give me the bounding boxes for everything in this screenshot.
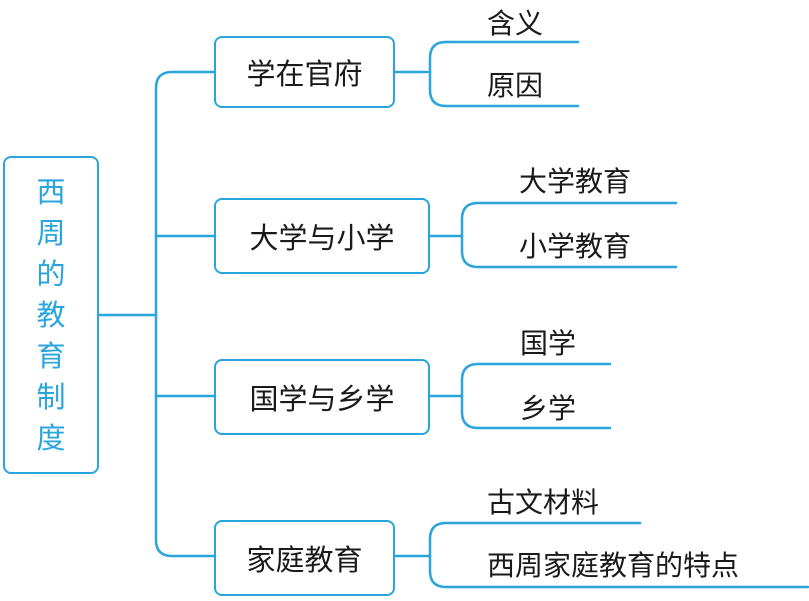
root-char: 育 <box>36 338 66 373</box>
leaf-item: 乡学 <box>520 392 577 425</box>
leaf-item: 小学教育 <box>519 230 632 263</box>
leaf-item: 西周家庭教育的特点 <box>487 549 740 582</box>
root-node: 西 周 的 教 育 制 度 <box>3 156 99 474</box>
leaf-item: 含义 <box>487 7 544 40</box>
leaf-item: 国学 <box>520 327 577 360</box>
root-char: 度 <box>36 420 66 455</box>
leaf-item: 大学教育 <box>519 165 632 198</box>
branch-node: 学在官府 <box>214 36 395 108</box>
root-char: 制 <box>36 379 66 414</box>
branch-node: 家庭教育 <box>214 520 395 596</box>
root-char: 教 <box>36 297 66 332</box>
branch-node: 大学与小学 <box>214 198 430 274</box>
root-char: 西 <box>36 174 66 209</box>
branch-node: 国学与乡学 <box>214 359 430 435</box>
root-char: 的 <box>36 256 66 291</box>
leaf-item: 古文材料 <box>487 486 600 519</box>
leaf-item: 原因 <box>487 69 544 102</box>
root-char: 周 <box>36 215 66 250</box>
